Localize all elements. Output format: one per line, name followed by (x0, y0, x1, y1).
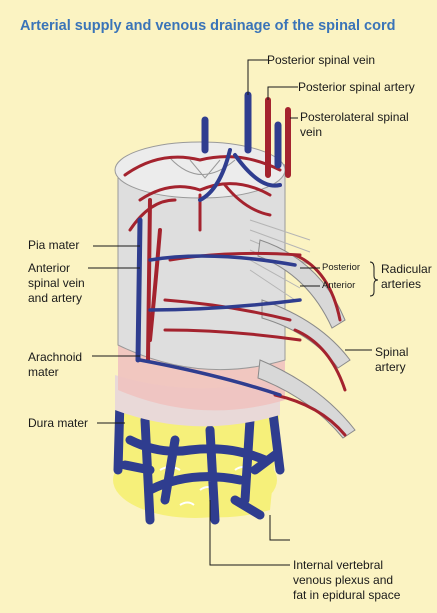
label-dura-mater: Dura mater (28, 416, 88, 431)
label-arachnoid-mater: Arachnoid mater (28, 350, 82, 380)
label-spinal-artery: Spinal artery (375, 345, 408, 375)
label-posterior-spinal-artery: Posterior spinal artery (298, 80, 415, 95)
label-radicular-anterior: Anterior (322, 280, 355, 291)
label-posterolateral-spinal-vein: Posterolateral spinal vein (300, 110, 409, 140)
label-anterior-spinal-vein-artery: Anterior spinal vein and artery (28, 261, 85, 306)
label-pia-mater: Pia mater (28, 238, 79, 253)
label-posterior-spinal-vein: Posterior spinal vein (267, 53, 375, 68)
label-internal-vertebral-plexus: Internal vertebral venous plexus and fat… (293, 558, 400, 603)
label-radicular-posterior: Posterior (322, 262, 360, 273)
label-radicular-arteries: Radicular arteries (381, 262, 432, 292)
